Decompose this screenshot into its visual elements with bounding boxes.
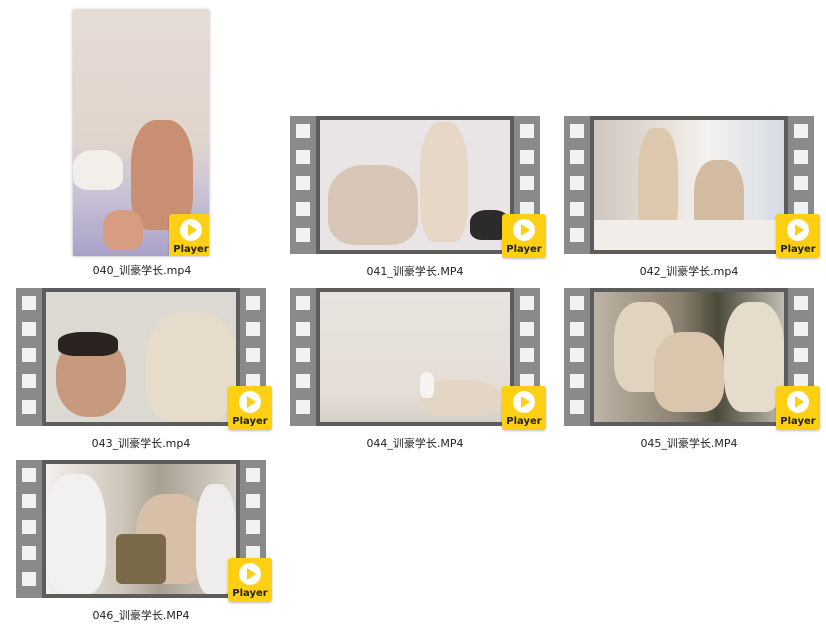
- player-badge[interactable]: Player: [228, 386, 272, 430]
- file-tile-040[interactable]: Player 040_训豪学长.mp4: [17, 5, 267, 277]
- player-badge[interactable]: Player: [228, 558, 272, 602]
- play-icon: [787, 219, 809, 241]
- file-name: 045_训豪学长.MP4: [640, 437, 738, 450]
- play-icon: [239, 563, 261, 585]
- file-tile-046[interactable]: Player 046_训豪学长.MP4: [16, 460, 272, 630]
- player-label: Player: [506, 244, 542, 255]
- play-icon: [180, 219, 202, 241]
- file-tile-045[interactable]: Player 045_训豪学长.MP4: [564, 288, 820, 458]
- player-badge[interactable]: Player: [502, 214, 546, 258]
- video-thumbnail[interactable]: Player: [564, 116, 820, 258]
- play-icon: [239, 391, 261, 413]
- player-label: Player: [780, 416, 816, 427]
- video-thumbnail[interactable]: Player: [290, 116, 546, 258]
- file-tile-041[interactable]: Player 041_训豪学长.MP4: [290, 116, 546, 286]
- player-label: Player: [506, 416, 542, 427]
- video-thumbnail[interactable]: Player: [16, 288, 272, 430]
- play-icon: [513, 219, 535, 241]
- file-name: 044_训豪学长.MP4: [366, 437, 464, 450]
- video-thumbnail[interactable]: Player: [16, 460, 272, 602]
- video-thumbnail[interactable]: Player: [290, 288, 546, 430]
- file-name: 046_训豪学长.MP4: [92, 609, 190, 622]
- file-tile-043[interactable]: Player 043_训豪学长.mp4: [16, 288, 272, 458]
- play-icon: [787, 391, 809, 413]
- player-badge[interactable]: Player: [169, 214, 209, 256]
- file-name: 042_训豪学长.mp4: [639, 265, 739, 278]
- file-name: 043_训豪学长.mp4: [91, 437, 191, 450]
- file-tile-042[interactable]: Player 042_训豪学长.mp4: [564, 116, 820, 286]
- player-badge[interactable]: Player: [502, 386, 546, 430]
- player-label: Player: [232, 588, 268, 599]
- file-tile-044[interactable]: Player 044_训豪学长.MP4: [290, 288, 546, 458]
- video-thumbnail[interactable]: Player: [564, 288, 820, 430]
- player-label: Player: [173, 244, 209, 255]
- player-badge[interactable]: Player: [776, 386, 820, 430]
- file-name: 040_训豪学长.mp4: [92, 264, 192, 277]
- play-icon: [513, 391, 535, 413]
- player-badge[interactable]: Player: [776, 214, 820, 258]
- file-name: 041_训豪学长.MP4: [366, 265, 464, 278]
- player-label: Player: [232, 416, 268, 427]
- player-label: Player: [780, 244, 816, 255]
- video-thumbnail[interactable]: Player: [73, 10, 209, 256]
